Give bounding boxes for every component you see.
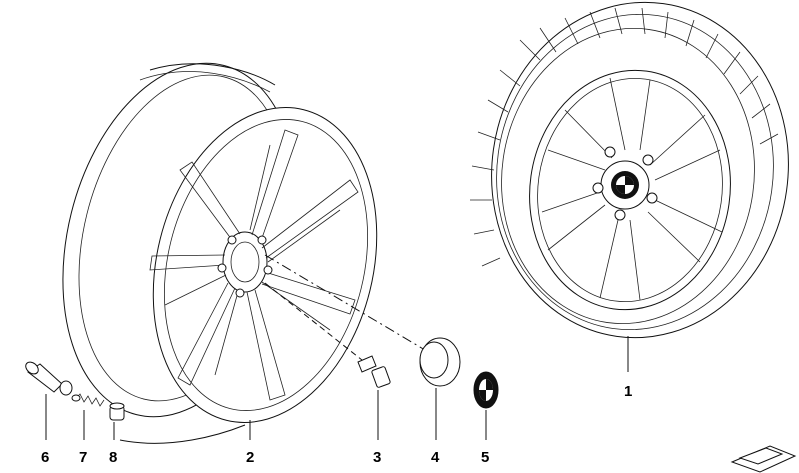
wheel-bolt-drawing xyxy=(264,282,391,440)
label-wheel-bolt: 3 xyxy=(373,449,382,466)
label-hub-cap: 4 xyxy=(431,449,440,466)
label-emblem: 5 xyxy=(481,449,490,466)
label-valve-cap: 8 xyxy=(109,449,118,466)
label-valve-insert: 7 xyxy=(79,449,88,466)
roundel-logo-icon xyxy=(611,171,639,199)
valve-cap-drawing xyxy=(109,402,125,440)
valve-insert-drawing xyxy=(71,393,105,440)
emblem-drawing xyxy=(473,371,499,440)
folder-corner-icon xyxy=(730,445,797,473)
complete-wheel-drawing xyxy=(470,1,789,372)
label-complete-wheel: 1 xyxy=(624,383,633,400)
hub-cap-drawing xyxy=(264,254,461,440)
valve-drawing xyxy=(25,361,73,440)
rim-drawing xyxy=(62,62,378,444)
label-valve: 6 xyxy=(41,449,50,466)
label-rim: 2 xyxy=(246,449,255,466)
